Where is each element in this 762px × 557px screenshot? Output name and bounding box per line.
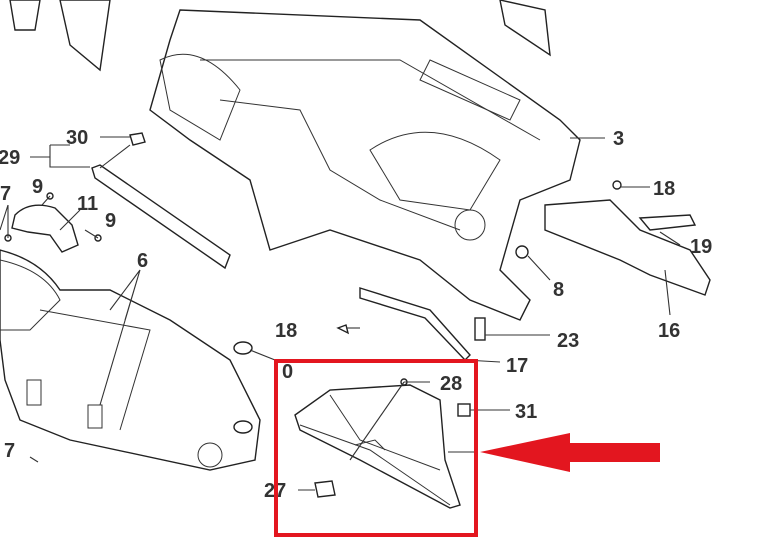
callout-23: 23 [557,330,579,352]
callout-28: 28 [440,373,462,395]
highlight-box [274,359,478,537]
switch [457,403,471,417]
screw [336,324,350,335]
callout-18: 18 [275,320,297,342]
center-bracket [359,287,471,362]
callout-18: 18 [653,178,675,200]
highlight-arrow [480,433,660,472]
callout-3: 3 [613,128,624,150]
callout-31: 31 [515,401,537,423]
support-bracket [515,180,711,296]
callout-17: 17 [506,355,528,377]
duct-panel [11,204,79,253]
callout-8: 8 [553,279,564,301]
lower-dash-panel [0,249,261,471]
callout-16: 16 [658,320,680,342]
latch [314,480,336,498]
callout-11: 11 [77,193,98,215]
clip [129,132,146,146]
callout-19: 19 [690,236,712,258]
trim-cover [474,317,486,341]
callout-7: 7 [4,440,15,462]
trim-strip [91,164,231,270]
callout-10: 0 [282,361,293,383]
callout-30: 30 [66,127,88,149]
dashboard-frame [149,9,581,321]
trim-piece-top-left [9,0,551,72]
callout-9: 9 [32,176,43,198]
callout-9: 9 [105,210,116,232]
callout-6: 6 [137,250,148,272]
callout-7: 7 [0,183,11,205]
callout-29: 29 [0,147,20,169]
leader-lines [0,136,681,491]
